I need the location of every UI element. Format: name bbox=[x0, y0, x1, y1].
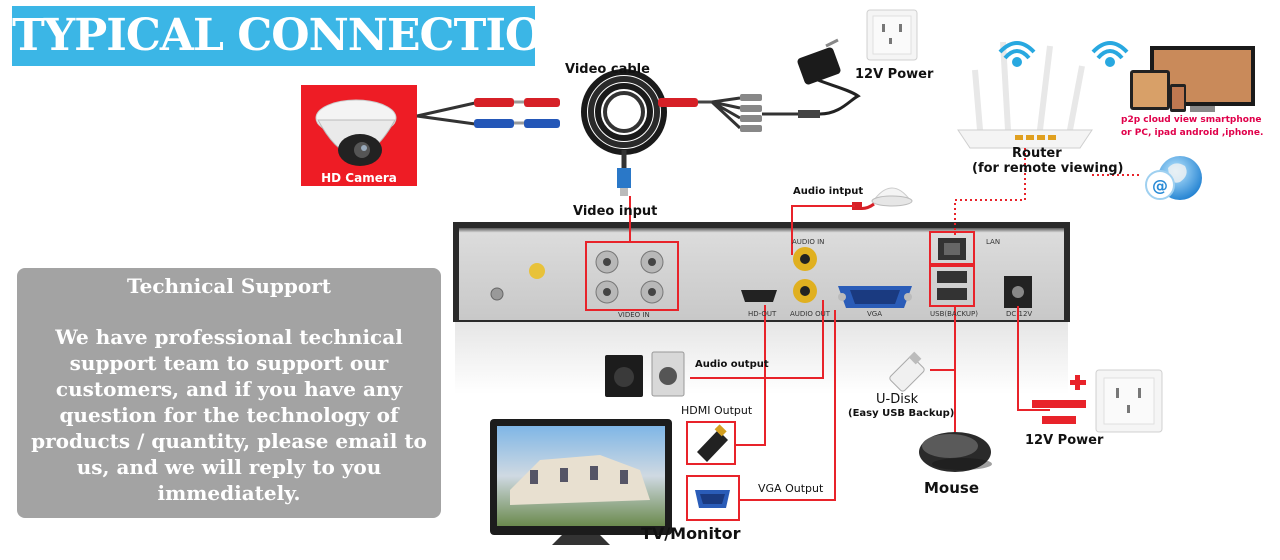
dc-port-label: DC 12V bbox=[1006, 310, 1032, 318]
hdmi-plug-icon bbox=[686, 421, 736, 465]
vga-plug-icon bbox=[686, 475, 740, 521]
globe-icon: @ bbox=[1145, 156, 1202, 200]
udisk-sub-label: (Easy USB Backup) bbox=[848, 408, 955, 419]
svg-text:@: @ bbox=[1152, 176, 1168, 195]
audio-out-port-label: AUDIO OUT bbox=[790, 310, 831, 318]
usb-drive-icon bbox=[889, 351, 925, 392]
power-top-label: 12V Power bbox=[855, 67, 934, 82]
support-body: We have professional technical support t… bbox=[31, 325, 427, 505]
router-label: Router bbox=[1012, 146, 1062, 161]
technical-support-box: Technical Support We have professional t… bbox=[17, 268, 441, 518]
audio-input-label: Audio intput bbox=[793, 186, 864, 197]
page-title: TYPICAL CONNECTION bbox=[12, 10, 582, 61]
support-title: Technical Support bbox=[127, 274, 331, 298]
hdmi-output-label: HDMI Output bbox=[681, 404, 753, 417]
phone-text-line1: p2p cloud view smartphone bbox=[1121, 115, 1262, 125]
speakers-icon bbox=[605, 351, 685, 397]
lan-port-label: LAN bbox=[986, 238, 1000, 246]
dvr-reflection bbox=[455, 322, 1068, 394]
audio-output-label: Audio output bbox=[695, 359, 769, 370]
mouse-icon bbox=[919, 432, 992, 472]
connection-lines bbox=[690, 148, 1140, 501]
wifi-icon bbox=[998, 41, 1129, 67]
devices-icon bbox=[1130, 46, 1255, 112]
hd-camera-label: HD Camera bbox=[321, 171, 397, 185]
microphone-icon bbox=[852, 187, 913, 210]
video-cable-label: Video cable bbox=[565, 62, 650, 77]
audio-in-port-label: AUDIO IN bbox=[792, 238, 824, 246]
coil-cable-icon bbox=[581, 69, 712, 196]
vga-port-label: VGA bbox=[867, 310, 882, 318]
camera-label-box: HD Camera bbox=[301, 170, 417, 186]
udisk-label: U-Disk bbox=[876, 392, 919, 407]
phone-text-line2: or PC, ipad android ,iphone. bbox=[1121, 128, 1264, 138]
dvr-rear-panel bbox=[453, 222, 1070, 322]
mouse-label: Mouse bbox=[924, 479, 980, 497]
hd-out-port-label: HD-OUT bbox=[748, 310, 777, 318]
vga-output-label: VGA Output bbox=[758, 482, 824, 495]
wall-socket-icon-bottom bbox=[1095, 369, 1163, 433]
video-in-port-label: VIDEO IN bbox=[618, 311, 650, 319]
dome-camera-icon bbox=[301, 85, 417, 186]
title-banner: TYPICAL CONNECTION bbox=[12, 6, 582, 66]
router-icon bbox=[957, 41, 1093, 149]
power-bottom-label: 12V Power bbox=[1025, 433, 1104, 448]
router-sub-label: (for remote viewing) bbox=[972, 161, 1124, 176]
camera-cables bbox=[416, 98, 560, 128]
splitter-cable bbox=[710, 78, 861, 132]
power-adapter-icon bbox=[797, 38, 841, 85]
usb-port-label: USB(BACKUP) bbox=[930, 310, 978, 318]
tv-monitor-label: TV/Monitor bbox=[641, 524, 741, 543]
video-input-label: Video input bbox=[573, 204, 658, 219]
battery-icon bbox=[1032, 375, 1086, 424]
monitor-icon bbox=[490, 419, 672, 545]
wall-socket-icon bbox=[866, 9, 918, 61]
